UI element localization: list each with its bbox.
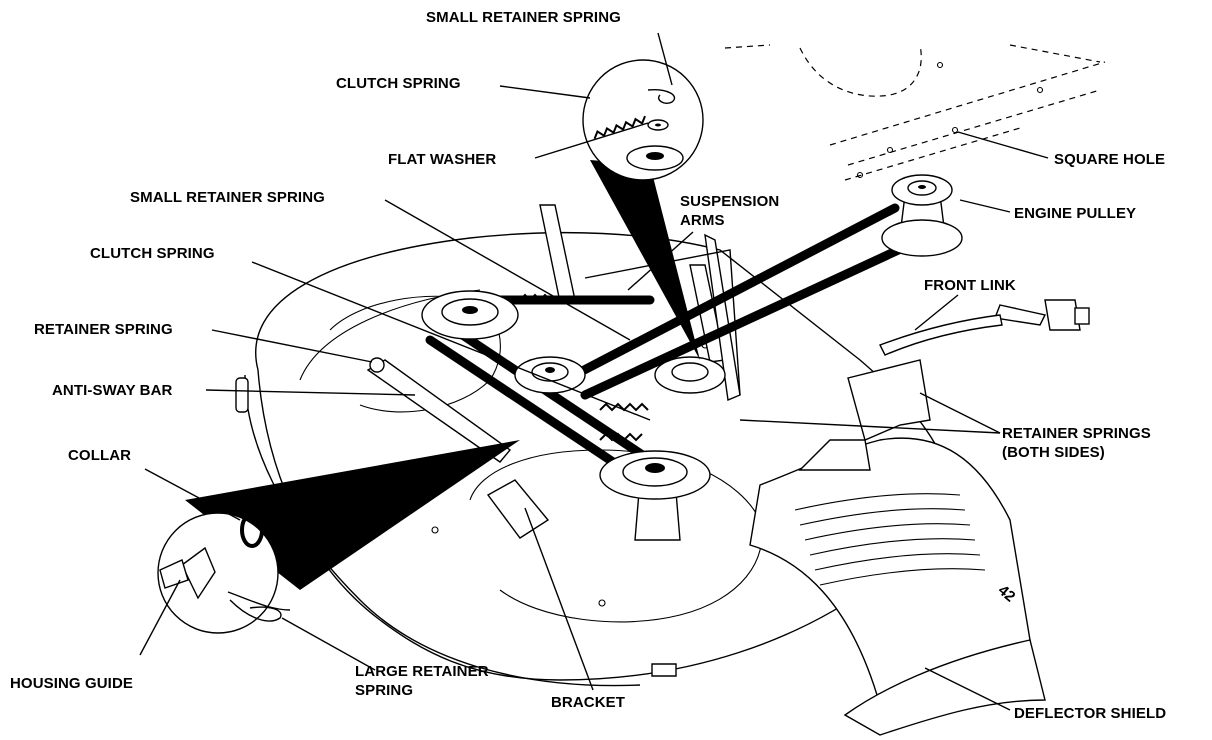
label-small-retainer-spring-mid: SMALL RETAINER SPRING: [130, 189, 325, 206]
leader-lines: [139, 32, 1049, 711]
center-idler-pulley: [514, 356, 586, 394]
label-collar: COLLAR: [68, 447, 131, 464]
anti-sway-bar-bolt: [369, 357, 385, 373]
label-retainer-spring: RETAINER SPRING: [34, 321, 173, 338]
label-clutch-spring-mid: CLUTCH SPRING: [90, 245, 215, 262]
label-suspension-arms-line2: ARMS: [680, 212, 725, 229]
engine-pulley: [881, 174, 963, 257]
deck-size-badge: 42: [995, 582, 1019, 606]
label-front-link: FRONT LINK: [924, 277, 1016, 294]
left-pulley: [421, 290, 519, 340]
label-large-retainer-spring-line2: SPRING: [355, 682, 413, 699]
label-retainer-springs-line2: (BOTH SIDES): [1002, 444, 1105, 461]
top-detail-callout: [582, 59, 704, 181]
label-deflector-shield: DEFLECTOR SHIELD: [1014, 705, 1166, 722]
label-anti-sway-bar: ANTI-SWAY BAR: [52, 382, 173, 399]
left-detail-callout: [157, 512, 291, 634]
part-labels: SMALL RETAINER SPRING CLUTCH SPRING FLAT…: [10, 9, 1166, 722]
label-small-retainer-spring-top: SMALL RETAINER SPRING: [426, 9, 621, 26]
label-engine-pulley: ENGINE PULLEY: [1014, 205, 1136, 222]
right-idler-pulley: [654, 356, 726, 394]
label-square-hole: SQUARE HOLE: [1054, 151, 1165, 168]
label-suspension-arms-line1: SUSPENSION: [680, 193, 779, 210]
label-clutch-spring-top: CLUTCH SPRING: [336, 75, 461, 92]
front-bracket-plate: [847, 359, 931, 441]
label-flat-washer: FLAT WASHER: [388, 151, 496, 168]
top-callout-connector: [590, 160, 700, 360]
label-large-retainer-spring-line1: LARGE RETAINER: [355, 663, 489, 680]
label-housing-guide: HOUSING GUIDE: [10, 675, 133, 692]
lower-bracket: [486, 479, 550, 539]
label-bracket: BRACKET: [551, 694, 625, 711]
front-link-rod: [879, 299, 1090, 356]
front-spindle-pulley: [599, 450, 711, 541]
label-retainer-springs-line1: RETAINER SPRINGS: [1002, 425, 1151, 442]
deflector-shield: 42: [749, 437, 1046, 736]
tractor-frame-outline: [724, 44, 1106, 181]
